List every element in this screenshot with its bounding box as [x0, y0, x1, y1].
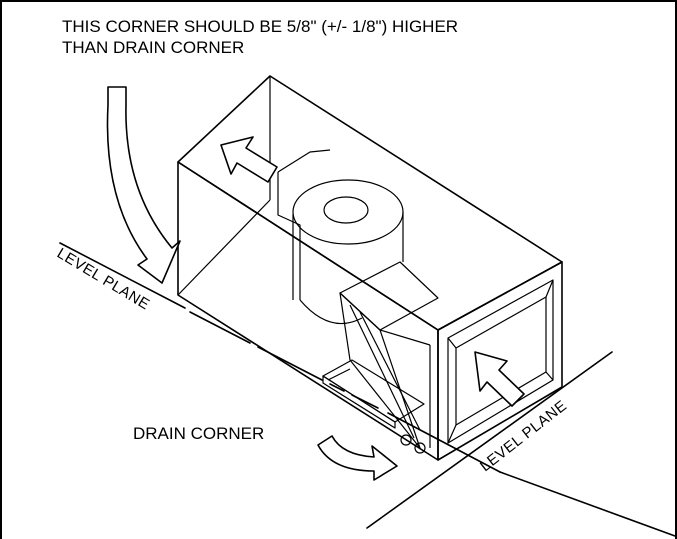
note-line-2: THAN DRAIN CORNER: [62, 38, 244, 57]
air-out-arrow-icon: [220, 136, 278, 183]
left-level-plane-line: [59, 242, 676, 537]
note-line-1: THIS CORNER SHOULD BE 5/8" (+/- 1/8") HI…: [62, 17, 458, 36]
blower-assembly: [277, 149, 439, 331]
right-level-plane-line: [366, 351, 613, 529]
high-corner-arrow-icon: [106, 86, 181, 284]
coil-section: [322, 292, 431, 454]
drain-corner-arrow-icon: [317, 435, 398, 481]
level-plane-left-label: LEVEL PLANE: [54, 245, 153, 314]
unit-cabinet: [177, 75, 563, 461]
drain-corner-label: DRAIN CORNER: [133, 424, 264, 443]
air-in-arrow-icon: [474, 351, 525, 407]
